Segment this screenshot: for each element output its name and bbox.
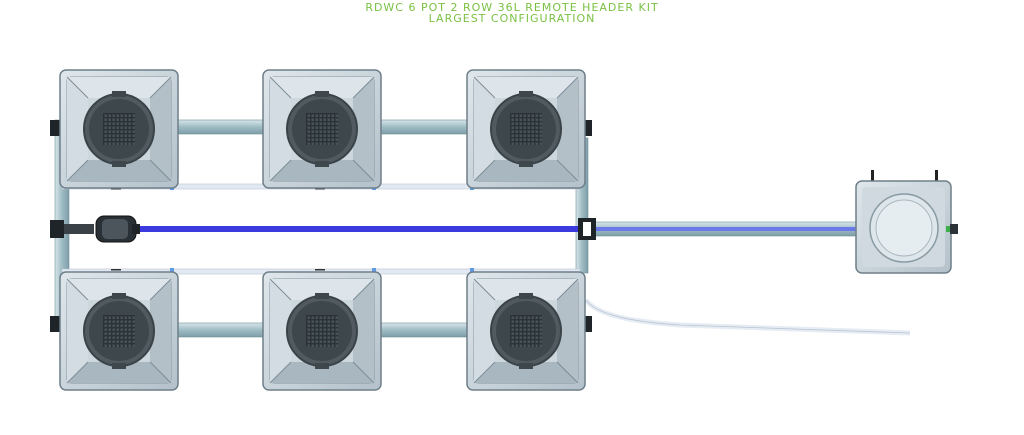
left-tee-fitting	[50, 220, 64, 238]
grow-pot-bottom-3	[466, 271, 586, 391]
right-top-elbow	[582, 120, 592, 136]
grow-pot-top-1	[59, 69, 179, 189]
left-top-elbow	[50, 120, 60, 136]
feed-line	[130, 226, 585, 232]
bottom-connector-2	[374, 322, 474, 338]
pump-hose-barb	[64, 224, 94, 234]
left-bottom-elbow	[50, 316, 60, 332]
top-connector-2	[374, 119, 474, 135]
grow-pot-top-2	[262, 69, 382, 189]
reservoir-icon	[855, 170, 958, 274]
diagram-title-line1: RDWC 6 POT 2 ROW 36L REMOTE HEADER KIT	[365, 1, 659, 14]
drain-tube	[583, 298, 911, 336]
grow-pot-top-3	[466, 69, 586, 189]
top-connector-1	[169, 119, 269, 135]
bottom-connector-1	[169, 322, 269, 338]
grow-pot-bottom-1	[59, 271, 179, 391]
grow-pot-bottom-2	[262, 271, 382, 391]
diagram-title-line2: LARGEST CONFIGURATION	[428, 12, 596, 25]
feed-line-header	[585, 227, 860, 231]
right-bottom-elbow	[582, 316, 592, 332]
pump-icon	[95, 215, 140, 243]
